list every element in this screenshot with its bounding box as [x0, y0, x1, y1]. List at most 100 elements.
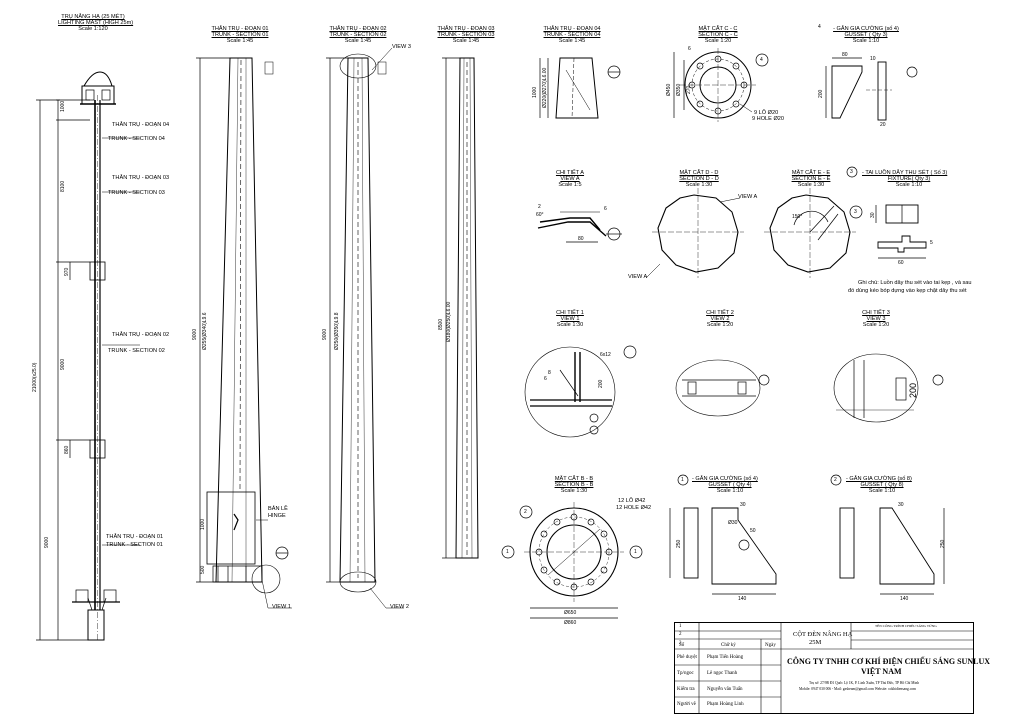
bb-callout-1a: 1 — [506, 549, 509, 555]
bb-title-vi: MẶT CẮT B - B — [554, 476, 594, 482]
label-view2: VIEW 2 — [390, 604, 409, 610]
dim-mast-9000b: 9000 — [44, 536, 50, 548]
bb-title-en: SECTION B - B — [554, 482, 594, 488]
bb-holes-en: 12 HOLE Ø42 — [616, 505, 652, 511]
tb-row0-name: Chữ ký — [721, 643, 736, 648]
dim-g2-140: 140 — [900, 596, 909, 602]
dim-g2-250: 250 — [940, 539, 946, 548]
s04-scale: Scale 1:45 — [558, 38, 586, 44]
g4-title-en: GUSSET ( Qty 3) — [844, 32, 888, 38]
cc-scale: Scale 1:20 — [704, 38, 732, 44]
label-sec04-en: TRUNK - SECTION 04 — [108, 136, 165, 142]
dim-g1-dia: Ø30 — [728, 520, 738, 526]
g2-num: 2 — [834, 477, 837, 483]
trunk-section-01 — [196, 57, 292, 609]
s01-scale: Scale 1:45 — [226, 38, 254, 44]
gusset-1 — [669, 474, 777, 595]
dim-g1-50: 50 — [750, 528, 756, 534]
s01-title-vi: THÂN TRỤ - ĐOẠN 01 — [211, 26, 269, 32]
d2-title-vi: CHI TIẾT 2 — [706, 310, 734, 316]
g4-title-vi: - GÂN GIA CƯỜNG (số 4) — [833, 26, 899, 32]
tb-row2-role: Tp/ngoc — [677, 671, 694, 676]
dim-mast-970: 970 — [64, 267, 70, 276]
da-scale: Scale 1:5 — [558, 182, 582, 188]
detail-a — [537, 211, 622, 243]
s03-title-vi: THÂN TRỤ - ĐOẠN 03 — [437, 26, 495, 32]
s02-scale: Scale 1:45 — [344, 38, 372, 44]
bb-holes-vi: 12 LỖ Ø42 — [618, 498, 646, 504]
tb-contact: Mobile: 0947 030 006 - Mail: gasbeam@gma… — [799, 687, 916, 691]
section-e-e — [764, 188, 863, 278]
tb-project: CỘT ĐÈN NÂNG HẠ — [793, 631, 853, 638]
gusset-2 — [830, 474, 945, 595]
tb-rev1: 1 — [679, 624, 682, 629]
ee-scale: Scale 1:30 — [797, 182, 825, 188]
dim-cc-450: Ø450 — [666, 83, 672, 96]
dim-bb-650: Ø650 — [564, 610, 577, 616]
dim-mast-9000a: 9000 — [60, 358, 66, 370]
bb-callout-1b: 1 — [634, 549, 637, 555]
label-sec02-vi: THÂN TRỤ - ĐOẠN 02 — [112, 332, 170, 338]
dd-viewa-bottom: VIEW A — [628, 274, 648, 280]
dim-g4-200: 200 — [818, 89, 824, 98]
dim-da-60: 60° — [536, 212, 544, 218]
dd-title-vi: MẶT CẮT D - D — [679, 170, 719, 176]
dim-tl-5: 5 — [930, 240, 933, 246]
d3-title-vi: CHI TIẾT 3 — [862, 310, 890, 316]
dim-s02-dia: Ø250(Ø350)L9.8 — [334, 312, 340, 350]
g2-scale: Scale 1:10 — [868, 488, 896, 494]
tb-header-small: TÊN CÔNG TRÌNH CHIẾU SÁNG TỪNG — [875, 624, 937, 628]
mast-title-en: LIGHTING MAST (HIGH 25m) — [58, 20, 134, 26]
dim-bb-860: Ø860 — [564, 620, 577, 626]
mast-scale: Scale 1:120 — [78, 26, 108, 32]
gusset-4 — [825, 57, 918, 121]
g1-scale: Scale 1:10 — [716, 488, 744, 494]
dim-d1-200: 200 — [598, 379, 604, 388]
detail-1 — [524, 345, 637, 438]
s03-scale: Scale 1:45 — [452, 38, 480, 44]
note-line1: Ghi chú: Luồn dây thu sét vào tai kẹp , … — [858, 280, 972, 286]
g4-num: 4 — [818, 24, 821, 30]
dim-s03-dia: Ø180(Ø250)L6.00 — [446, 301, 452, 342]
dim-s01-1000: 1000 — [200, 518, 206, 530]
dim-cc-6: 6 — [688, 46, 691, 52]
tl-scale: Scale 1:10 — [895, 182, 923, 188]
cc-title-vi: MẶT CẮT C - C — [698, 26, 738, 32]
dim-mast-total: 21000(x25.0) — [32, 362, 38, 392]
dim-d1-6x12: 6x12 — [600, 352, 611, 358]
dim-g4-80: 80 — [842, 52, 848, 58]
cc-callout-4: 4 — [760, 57, 763, 63]
section-c-c — [673, 48, 769, 122]
label-view3: VIEW 3 — [392, 44, 411, 50]
bb-callout-2: 2 — [524, 509, 527, 515]
label-sec04-vi: THÂN TRỤ - ĐOẠN 04 — [112, 122, 170, 128]
tb-row1-name: Phạm Tiến Hoàng — [707, 655, 744, 660]
tb-row4-role: Người vẽ — [677, 702, 696, 707]
tb-company2: VIỆT NAM — [861, 667, 902, 676]
dim-mast-860: 860 — [64, 445, 70, 454]
trunk-section-02 — [326, 47, 404, 609]
dim-da-80: 80 — [578, 236, 584, 242]
tb-rev2: 2 — [679, 632, 682, 637]
cc-holes-en: 9 HOLE Ø20 — [752, 116, 785, 122]
dd-scale: Scale 1:30 — [685, 182, 713, 188]
dim-s03-len: 8500 — [438, 318, 444, 330]
tb-row0-date: Ngày — [765, 643, 776, 648]
detail-3 — [833, 353, 944, 423]
dim-g1-140: 140 — [738, 596, 747, 602]
tb-row4-name: Phạm Hoàng Linh — [707, 702, 744, 707]
label-sec03-en: TRUNK - SECTION 03 — [108, 190, 165, 196]
d1-title-en: VIEW 1 — [560, 316, 580, 322]
ee-title-en: SECTION E - E — [791, 176, 831, 182]
tb-address: Trụ sở: 27/9B Đ1 Quốc Lộ 1K, P. Linh Xuâ… — [809, 681, 920, 685]
d1-scale: Scale 1:30 — [556, 322, 584, 328]
dim-g4-10: 10 — [870, 56, 876, 62]
s02-title-vi: THÂN TRỤ - ĐOẠN 02 — [329, 26, 387, 32]
tl-num: 3 — [850, 169, 853, 175]
s01-title-en: TRUNK - SECTION 01 — [211, 32, 269, 38]
cc-title-en: SECTION C - C — [698, 32, 738, 38]
fixture-3 — [846, 166, 927, 259]
dim-d1-6: 6 — [544, 376, 547, 382]
tb-row3-name: Nguyễn văn Tuấn — [707, 687, 743, 692]
note-line2: đó dùng kéo bóp dựng vào kẹp chặt dây th… — [848, 288, 967, 294]
